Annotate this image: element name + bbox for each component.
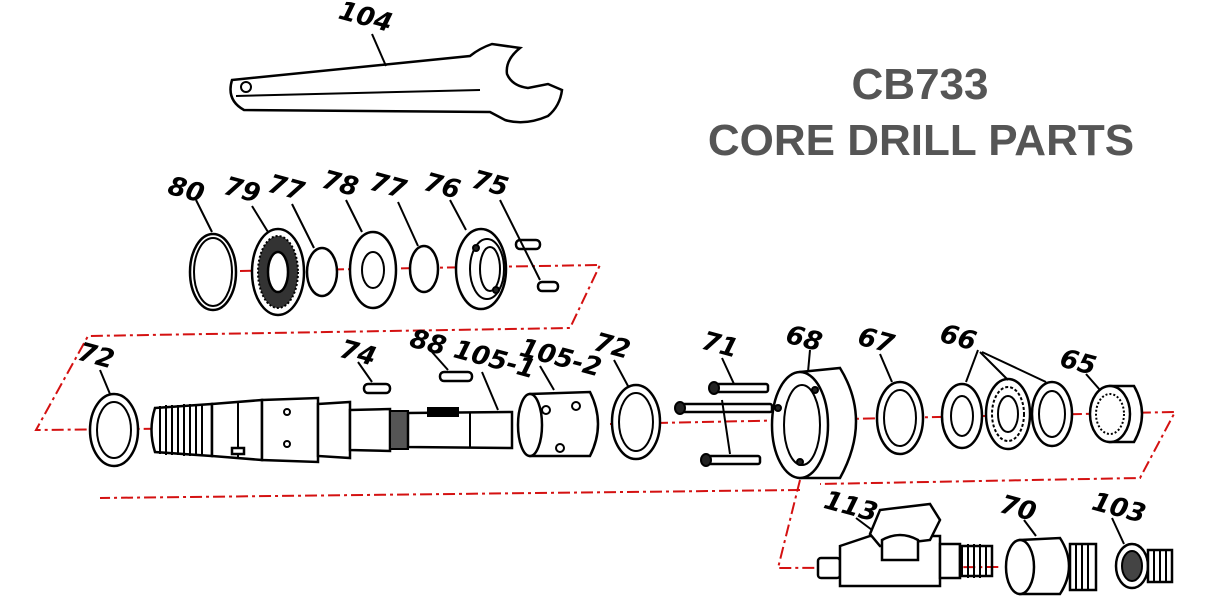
part-113-water-valve: 113 bbox=[816, 485, 994, 588]
part-68-housing: 68 bbox=[770, 320, 858, 480]
part-67-seal: 67 bbox=[855, 322, 925, 456]
part-65-needle-bearing: 65 bbox=[1057, 344, 1144, 444]
diagram-title: CORE DRILL PARTS bbox=[707, 116, 1135, 165]
part-label: 65 bbox=[1057, 344, 1100, 382]
spindle-shaft bbox=[150, 396, 514, 464]
part-80-o-ring: 80 bbox=[165, 171, 238, 312]
part-72-bearing-seal-left: 72 bbox=[75, 337, 140, 468]
part-74-key: 74 bbox=[337, 334, 392, 395]
part-label: 72 bbox=[75, 337, 118, 375]
part-71-screws: 71 bbox=[674, 326, 774, 467]
part-label: 68 bbox=[783, 320, 826, 358]
part-66-bearing-set: 66 bbox=[937, 319, 1074, 451]
part-label: 78 bbox=[319, 165, 362, 203]
part-label: 70 bbox=[997, 490, 1040, 528]
part-103-hose-fitting: 103 bbox=[1089, 487, 1174, 590]
part-label: 104 bbox=[335, 0, 395, 39]
part-label: 71 bbox=[699, 326, 742, 364]
part-label: 79 bbox=[221, 171, 264, 209]
part-label: 77 bbox=[367, 167, 411, 206]
part-label: 67 bbox=[855, 322, 899, 361]
part-label: 76 bbox=[421, 167, 464, 205]
part-label: 74 bbox=[337, 334, 380, 372]
part-label: 113 bbox=[821, 485, 881, 528]
part-104-spanner-wrench: 104 bbox=[229, 0, 564, 124]
part-label: 66 bbox=[937, 319, 980, 357]
part-77-o-ring-a: 77 bbox=[265, 169, 339, 298]
part-70-quick-coupler: 70 bbox=[997, 490, 1098, 596]
model-number: CB733 bbox=[851, 60, 989, 109]
part-label: 80 bbox=[165, 171, 208, 209]
part-79-bearing: 79 bbox=[221, 171, 306, 317]
part-label: 103 bbox=[1089, 487, 1149, 530]
part-72-bearing-seal-right: 72 bbox=[591, 327, 662, 461]
part-label: 77 bbox=[265, 169, 309, 208]
part-label: 75 bbox=[469, 165, 512, 203]
